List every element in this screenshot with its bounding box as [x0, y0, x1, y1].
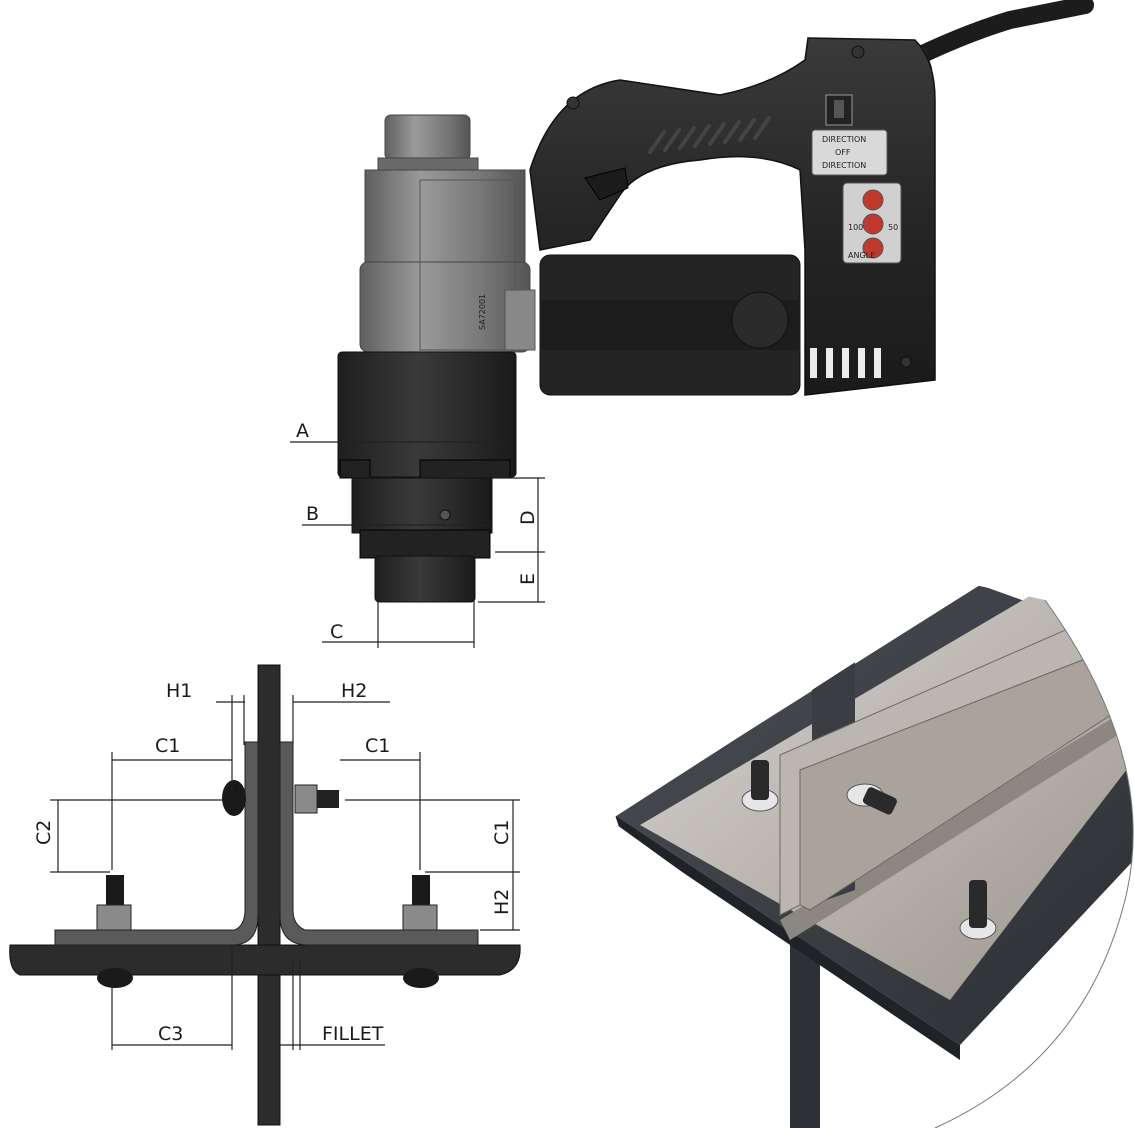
gear-head-body: [364, 169, 526, 266]
svg-text:DIRECTION: DIRECTION: [822, 161, 866, 170]
angle-button-1-icon: [862, 189, 884, 211]
dim-fillet-label: FILLET: [322, 1023, 384, 1045]
direction-label-panel: [811, 129, 888, 176]
joint-dimensions: H1 H2 C1 C1 C2 C1 H2 C3 FILLET: [33, 680, 520, 1050]
dim-h2-label: H2: [341, 680, 367, 702]
dim-h1-label: H1: [166, 680, 192, 702]
angle-clip-right: [279, 741, 479, 946]
bolt-3d-3-icon: [959, 880, 997, 940]
dim-c1-right-label: C1: [365, 735, 390, 757]
bolt-left-icon: [96, 875, 133, 988]
angle-clip-left: [54, 741, 259, 946]
svg-text:ANGLE: ANGLE: [848, 251, 875, 260]
dim-c3-label: C3: [158, 1023, 183, 1045]
flange-plate: [9, 944, 521, 976]
dim-c2-label: C2: [33, 820, 55, 845]
joint-cross-section: [9, 664, 521, 1126]
angle-button-3-icon: [862, 237, 884, 259]
dim-b-label: B: [306, 503, 319, 525]
bolt-3d-2-icon: [846, 783, 897, 815]
serial-label: SA72001: [478, 294, 487, 330]
svg-text:100: 100: [848, 223, 863, 232]
socket-upper: [351, 477, 493, 534]
trigger: [584, 167, 629, 201]
dim-h2-vertical-label: H2: [491, 889, 513, 915]
reaction-arm: [337, 351, 517, 478]
dim-a-label: A: [296, 420, 309, 442]
torque-wrench-tool: DIRECTION OFF DIRECTION ANGLE 100 50 SA7…: [337, 0, 1094, 603]
bolt-3d-1-icon: [741, 760, 779, 812]
joint-3d-detail: [610, 585, 1134, 1128]
dim-e-label: E: [517, 573, 539, 585]
dim-c-label: C: [330, 621, 343, 643]
dim-c1-left-label: C1: [155, 735, 180, 757]
bolt-vertical-icon: [222, 780, 339, 816]
web-plate: [257, 664, 281, 1126]
svg-text:OFF: OFF: [835, 148, 851, 157]
handle-housing: [529, 37, 936, 396]
dim-c1-vertical-label: C1: [491, 820, 513, 845]
gear-head-top: [384, 114, 471, 161]
bolt-right-icon: [402, 875, 439, 988]
svg-text:DIRECTION: DIRECTION: [822, 135, 866, 144]
dim-d-label: D: [517, 510, 539, 525]
svg-text:50: 50: [888, 223, 898, 232]
tool-dimensions: A B C D E: [290, 420, 545, 648]
angle-button-2-icon: [862, 213, 884, 235]
socket-lower: [374, 555, 476, 603]
